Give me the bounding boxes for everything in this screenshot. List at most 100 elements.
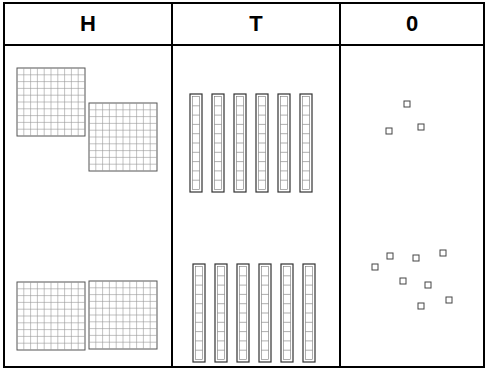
grid-line (193, 133, 200, 134)
grid-line (64, 68, 65, 136)
rod-inner (193, 97, 200, 190)
grid-line (284, 331, 291, 332)
grid-line (303, 115, 310, 116)
grid-line (78, 282, 79, 350)
grid-line (218, 322, 225, 323)
rod-inner (196, 267, 203, 360)
grid-line (71, 68, 72, 136)
grid-line (218, 350, 225, 351)
grid-line (215, 161, 222, 162)
grid-line (303, 105, 310, 106)
grid-line (64, 282, 65, 350)
grid-line (284, 340, 291, 341)
grid-line (57, 68, 58, 136)
grid-line (17, 343, 85, 344)
rod-inner (262, 267, 269, 360)
grid-line (237, 105, 244, 106)
rod-outline (278, 94, 290, 192)
grid-line (218, 340, 225, 341)
grid-line (17, 336, 85, 337)
grid-line (284, 313, 291, 314)
grid-line (281, 152, 288, 153)
hundred-flat (89, 281, 157, 349)
rod-outline (212, 94, 224, 192)
grid-line (89, 342, 157, 343)
grid-line (306, 294, 313, 295)
grid-line (259, 143, 266, 144)
grid-line (215, 143, 222, 144)
grid-line (57, 282, 58, 350)
grid-line (259, 115, 266, 116)
grid-line (262, 313, 269, 314)
grid-line (262, 350, 269, 351)
rod-inner (306, 267, 313, 360)
rod-outline (259, 264, 271, 362)
rod-outline (281, 264, 293, 362)
grid-line (281, 161, 288, 162)
grid-line (237, 143, 244, 144)
grid-line (196, 285, 203, 286)
grid-line (193, 124, 200, 125)
grid-line (281, 180, 288, 181)
grid-line (262, 294, 269, 295)
grid-line (259, 170, 266, 171)
grid-line (281, 124, 288, 125)
grid-line (17, 316, 85, 317)
ten-rod (212, 94, 224, 192)
grid-line (303, 180, 310, 181)
grid-line (281, 105, 288, 106)
one-unit (400, 278, 406, 284)
one-unit (404, 101, 410, 107)
ten-rod (215, 264, 227, 362)
grid-line (259, 180, 266, 181)
one-unit (440, 250, 446, 256)
one-unit (418, 124, 424, 130)
rod-outline (215, 264, 227, 362)
one-unit (387, 253, 393, 259)
grid-line (218, 285, 225, 286)
grid-line (306, 285, 313, 286)
grid-line (17, 322, 85, 323)
grid-line (240, 275, 247, 276)
one-unit (413, 255, 419, 261)
grid-line (215, 180, 222, 181)
grid-line (78, 68, 79, 136)
grid-line (284, 350, 291, 351)
grid-line (193, 105, 200, 106)
grid-line (240, 294, 247, 295)
grid-line (284, 285, 291, 286)
grid-line (196, 322, 203, 323)
rod-outline (256, 94, 268, 192)
one-unit (372, 264, 378, 270)
grid-line (215, 152, 222, 153)
grid-line (259, 152, 266, 153)
grid-line (89, 143, 157, 144)
one-unit (446, 297, 452, 303)
grid-line (284, 322, 291, 323)
ten-rod (300, 94, 312, 192)
grid-line (193, 143, 200, 144)
grid-line (89, 137, 157, 138)
grid-line (193, 161, 200, 162)
grid-line (303, 143, 310, 144)
flat-outline (89, 103, 157, 171)
grid-line (262, 285, 269, 286)
ten-rod (278, 94, 290, 192)
ten-rod (303, 264, 315, 362)
grid-line (240, 285, 247, 286)
grid-line (281, 143, 288, 144)
grid-line (306, 350, 313, 351)
grid-line (262, 275, 269, 276)
grid-line (215, 124, 222, 125)
one-unit (425, 282, 431, 288)
rod-outline (303, 264, 315, 362)
grid-line (215, 105, 222, 106)
grid-line (262, 331, 269, 332)
rod-inner (215, 97, 222, 190)
grid-line (218, 294, 225, 295)
ten-rod (193, 264, 205, 362)
grid-line (306, 303, 313, 304)
grid-line (259, 133, 266, 134)
grid-line (17, 108, 85, 109)
grid-line (303, 161, 310, 162)
